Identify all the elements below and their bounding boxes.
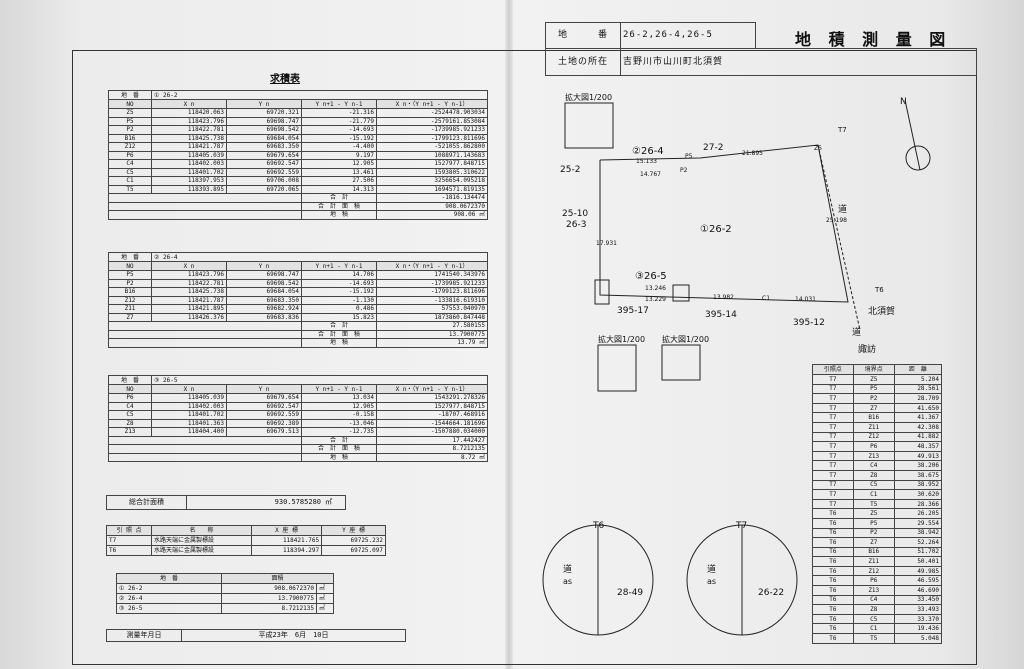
plan-label: C1 <box>762 295 770 302</box>
page-fold <box>505 0 513 669</box>
survey-date-label: 測量年月日 <box>106 629 182 642</box>
plan-label: P5 <box>685 153 693 160</box>
ref-cell: 118394.297 <box>250 545 323 556</box>
area-value: 13.79 ㎡ <box>376 338 488 348</box>
plan-label: 27-2 <box>703 143 723 153</box>
plan-dim: 14.767 <box>640 171 661 178</box>
plan-label: P2 <box>680 167 688 174</box>
lot-26-4-label: ②26-4 <box>632 146 664 157</box>
total-table: 総合計面積 930.5785280 ㎡ <box>106 495 346 510</box>
plan-label: 諏訪 <box>858 343 876 355</box>
plan-label: 道 <box>838 203 847 215</box>
area-value: 908.06 ㎡ <box>376 210 488 220</box>
plan-label: 北須賀 <box>868 305 895 317</box>
dist-cell: 5.048 <box>893 633 943 644</box>
inset-br-box <box>661 344 701 381</box>
plan-label: 26-3 <box>566 220 586 230</box>
lot-26-5-label: ③26-5 <box>635 271 667 282</box>
t6-marker-box <box>672 284 690 302</box>
plan-label: T7 <box>837 126 847 134</box>
total-unit: ㎡ <box>323 495 346 510</box>
circle1-road: 道 <box>563 563 572 575</box>
dist-header: 距 離 <box>893 364 943 375</box>
drawing-title: 地 積 測 量 図 <box>795 30 952 49</box>
total-label: 総合計面積 <box>106 495 187 510</box>
inset-bl-box <box>597 344 637 392</box>
plan-label: T6 <box>874 286 884 294</box>
plan-label: 395-12 <box>793 318 825 328</box>
col-header: X n・（Y n+1 - Y n-1） <box>376 261 488 271</box>
col-header: X n・（Y n+1 - Y n-1） <box>376 384 488 394</box>
plan-dim: 13.982 <box>713 294 734 301</box>
lot-26-5-box <box>594 279 610 305</box>
area-value: 8.72 ㎡ <box>376 452 488 462</box>
plan-dim: 25.198 <box>826 217 847 224</box>
plan-dim: 14.031 <box>795 296 816 303</box>
lot-26-2-label: ①26-2 <box>700 224 732 235</box>
inset-top-label: 拡大図1/200 <box>565 92 612 102</box>
circle2-as: as <box>707 577 716 586</box>
plan-label: Z5 <box>814 145 822 152</box>
plan-dim: 13.229 <box>645 296 666 303</box>
inset-bl-label: 拡大図1/200 <box>598 334 645 344</box>
circle1-as: as <box>563 577 572 586</box>
circle1-point: T6 <box>592 521 604 531</box>
circle2-road: 道 <box>707 563 716 575</box>
reference-table: 引 照 点 名 称 X 座 標 Y 座 標 T7 水路天端に金属製標設 1184… <box>106 525 386 556</box>
plan-dim: 15.133 <box>636 158 657 165</box>
header-table: 地 番 26-2,26-4,26-5 土地の所在 吉野川市山川町北須賀 <box>545 22 977 76</box>
plan-label: 395-17 <box>617 306 649 316</box>
plan-label: 395-14 <box>705 310 737 320</box>
circle2-lot: 26-22 <box>758 588 784 598</box>
compass-icon <box>905 145 931 171</box>
survey-date-value: 平成23年 6月 10日 <box>181 629 406 642</box>
plan-dim: 21.895 <box>742 150 763 157</box>
total-value: 930.5785280 <box>186 495 323 510</box>
plan-label: 25-10 <box>562 209 588 219</box>
plan-dim: 13.246 <box>645 285 666 292</box>
plan-label: 25-2 <box>560 165 580 175</box>
ref-cell: 69725.097 <box>321 545 386 556</box>
circle2-point: T7 <box>735 521 747 531</box>
north-label: N <box>900 97 907 107</box>
plan-dim: 17.931 <box>596 240 617 247</box>
inset-br-label: 拡大図1/200 <box>662 334 709 344</box>
location-label: 土地の所在 <box>545 48 621 76</box>
inset-top-box <box>564 102 614 149</box>
drawing-frame <box>72 50 977 665</box>
plan-label: 道 <box>852 326 861 338</box>
road-line <box>817 144 861 331</box>
location-value: 吉野川市山川町北須賀 <box>620 48 977 76</box>
calc-title: 求積表 <box>270 74 300 85</box>
north-arrow-icon <box>904 99 921 171</box>
col-header: X n・（Y n+1 - Y n-1） <box>376 99 488 109</box>
survey-date-table: 測量年月日 平成23年 6月 10日 <box>106 629 406 642</box>
area-summary-cell: ㎡ <box>316 603 334 614</box>
circle1-lot: 28-49 <box>617 588 643 598</box>
